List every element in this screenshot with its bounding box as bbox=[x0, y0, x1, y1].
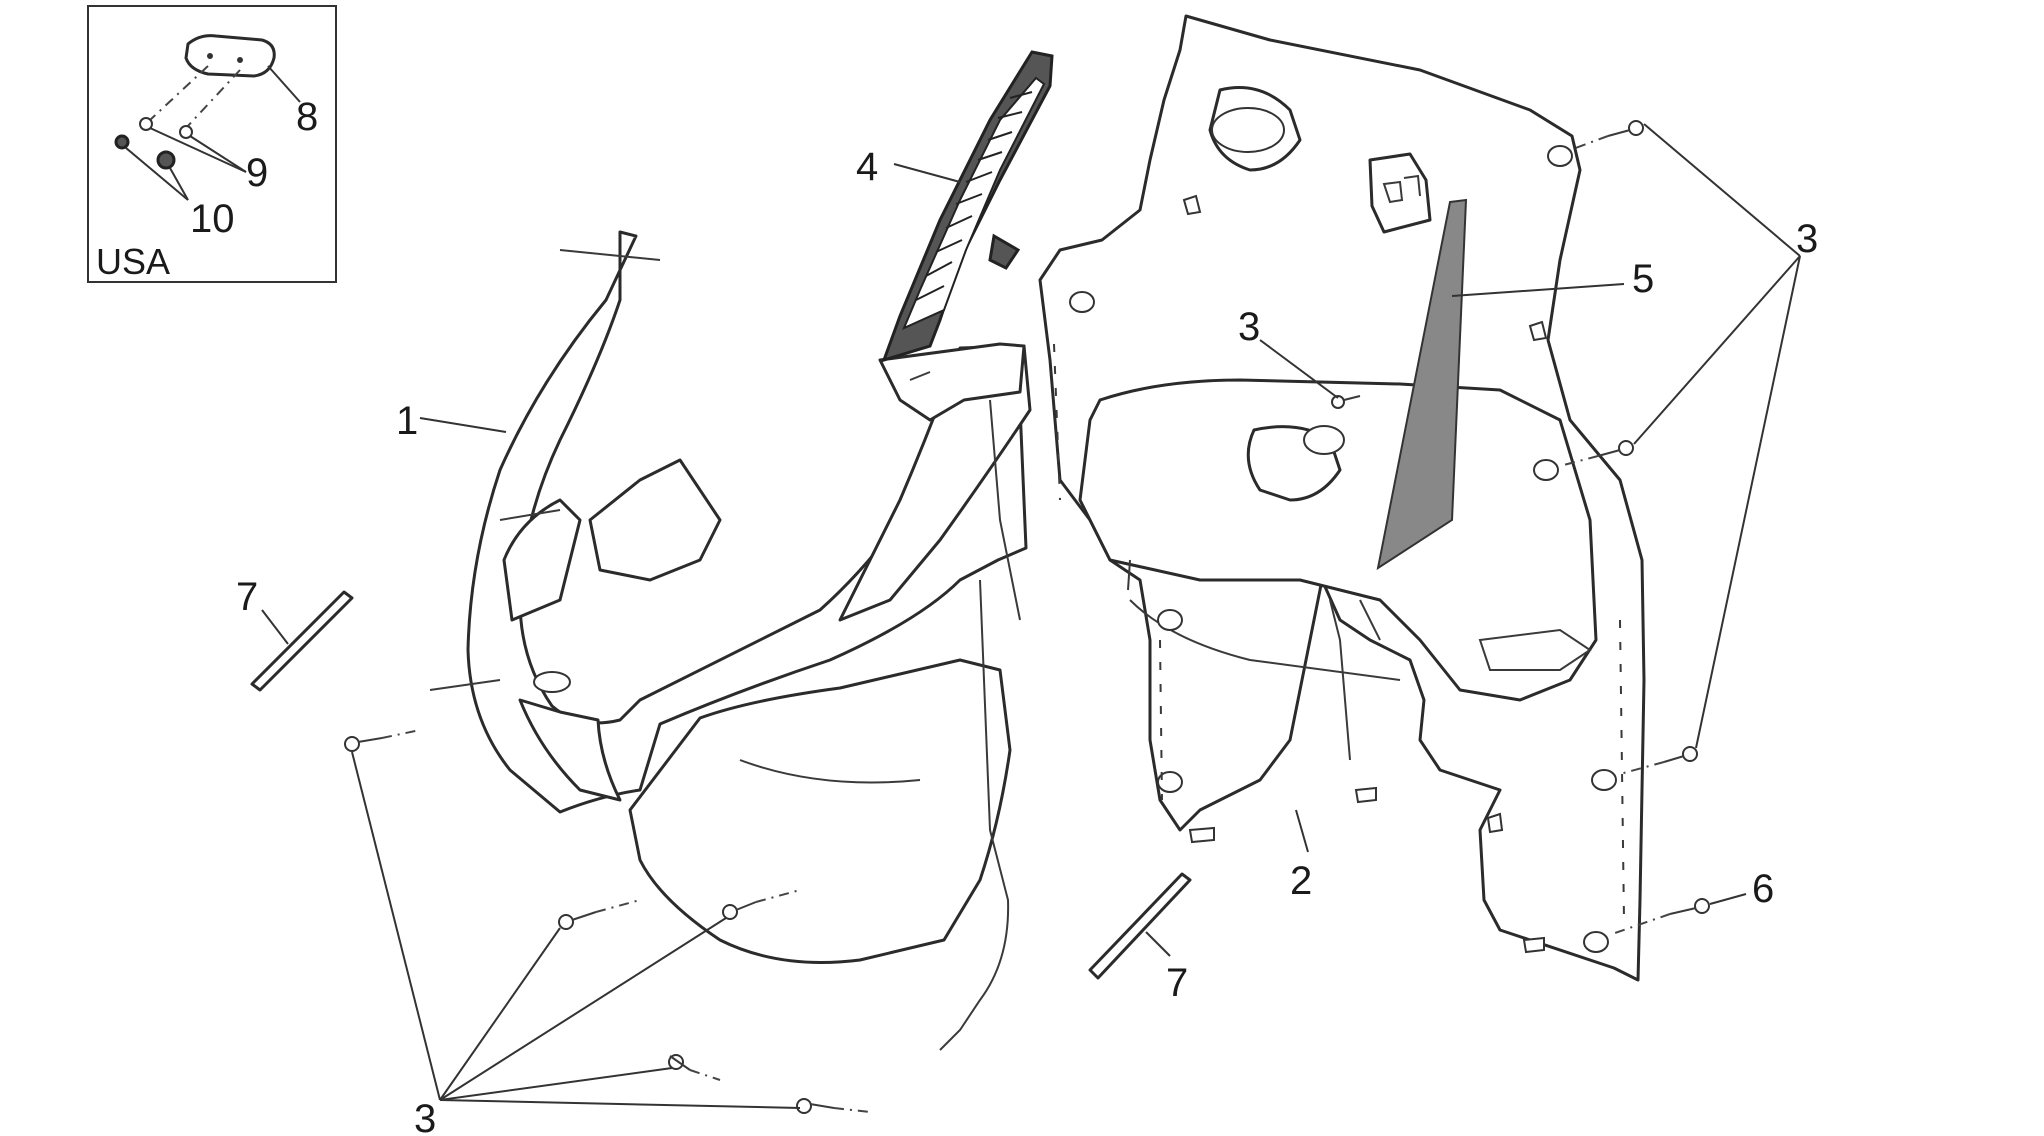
usa-inset: 8 9 10 USA bbox=[87, 5, 337, 283]
grille-slats bbox=[915, 91, 1033, 301]
callout-10: 10 bbox=[190, 197, 235, 241]
screws bbox=[344, 120, 1710, 1114]
inset-nuts-part-10 bbox=[114, 134, 176, 170]
screw-left-1 bbox=[344, 736, 383, 752]
callout-1: 1 bbox=[396, 399, 418, 443]
screw-left-2 bbox=[558, 911, 597, 930]
leg-shield-part-2 bbox=[1038, 14, 1646, 982]
rubber-strip-left-part-7 bbox=[250, 590, 354, 692]
vent-grille-part-4 bbox=[881, 50, 1054, 363]
screw-left-3 bbox=[722, 901, 757, 920]
callout-8: 8 bbox=[296, 95, 318, 139]
callout-7-right: 7 bbox=[1166, 961, 1188, 1005]
rubber-strip-right-part-7 bbox=[1088, 872, 1192, 980]
callout-3-center: 3 bbox=[1238, 305, 1260, 349]
leg-shield-bosses bbox=[1069, 145, 1617, 953]
callout-7-left: 7 bbox=[236, 575, 258, 619]
leg-shield-tabs bbox=[1182, 194, 1548, 954]
callout-3-left: 3 bbox=[414, 1097, 436, 1136]
callout-6: 6 bbox=[1752, 867, 1774, 911]
leaders-3-left bbox=[351, 751, 801, 1109]
screw-right-3 bbox=[1663, 746, 1698, 763]
callout-5: 5 bbox=[1632, 257, 1654, 301]
inset-region-label: USA bbox=[96, 241, 170, 282]
front-shield-part-1 bbox=[429, 230, 1032, 1051]
screw-right-2 bbox=[1597, 440, 1634, 457]
callout-9: 9 bbox=[246, 151, 268, 195]
callout-2: 2 bbox=[1290, 859, 1312, 903]
inset-plate-part-8 bbox=[184, 34, 276, 78]
screw-left-5 bbox=[796, 1098, 835, 1114]
callout-3-right: 3 bbox=[1796, 217, 1818, 261]
screw-part-6 bbox=[1669, 898, 1710, 915]
callout-4: 4 bbox=[856, 145, 878, 189]
screw-right-1 bbox=[1607, 120, 1644, 137]
inset-clips-part-9 bbox=[139, 117, 193, 139]
leaders-3-right bbox=[1633, 123, 1801, 749]
trim-strip-part-5 bbox=[1376, 198, 1468, 571]
screw-center bbox=[1331, 395, 1361, 409]
screw-left-4 bbox=[668, 1054, 691, 1071]
